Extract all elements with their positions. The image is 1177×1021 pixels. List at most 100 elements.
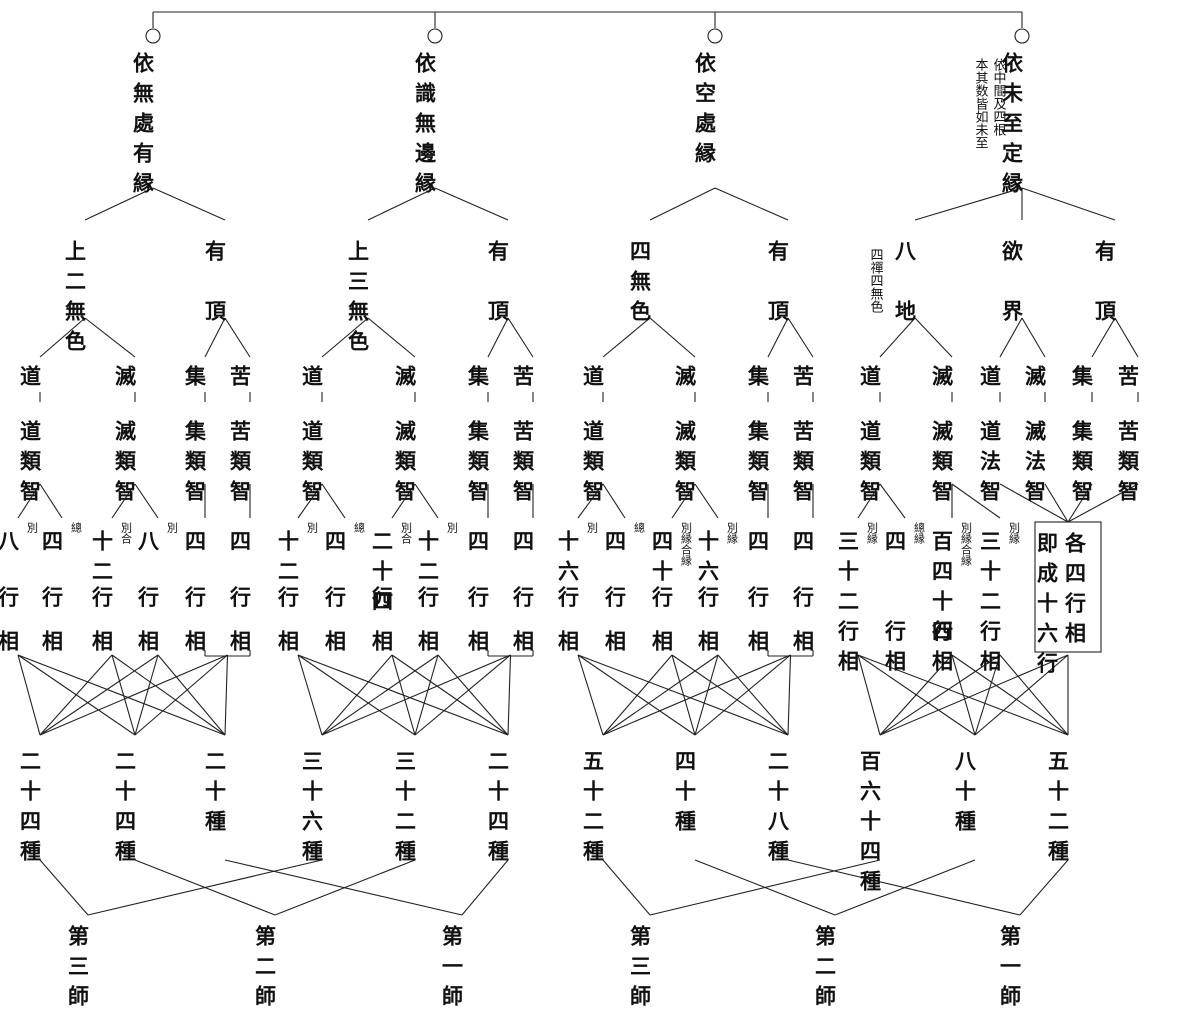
cognition-wisdom: 集類智 xyxy=(466,419,491,510)
branch-line xyxy=(914,187,1023,221)
master-label: 第二師 xyxy=(813,924,838,1015)
cross-line xyxy=(951,654,1069,736)
branch-line xyxy=(434,187,509,221)
aspect-suffix: 相 xyxy=(556,629,581,660)
aspect-line xyxy=(134,483,159,519)
aspect-note: 總 xyxy=(70,521,83,533)
branch-line xyxy=(714,187,789,221)
summary-box-text: 即成十六行 xyxy=(1035,532,1060,682)
sub-branch-line xyxy=(787,317,814,358)
cognition-top: 集 xyxy=(1070,364,1095,395)
aspect-suffix: 相 xyxy=(370,629,395,660)
cross-line xyxy=(224,654,229,736)
box-line xyxy=(1067,483,1093,523)
branch-label: 八 xyxy=(893,240,918,270)
cognition-wisdom: 道類智 xyxy=(18,419,43,510)
cross-line xyxy=(879,654,1001,736)
branch-line xyxy=(649,187,716,221)
master-label: 第一師 xyxy=(998,924,1023,1015)
cross-line xyxy=(717,654,789,736)
cross-line xyxy=(17,654,226,736)
aspect-suffix: 相 xyxy=(90,629,115,660)
aspect-note: 別 xyxy=(586,522,599,534)
aspect-line xyxy=(111,483,136,519)
sub-branch-line xyxy=(224,317,251,358)
cross-line xyxy=(134,654,159,736)
aspect-line xyxy=(39,483,63,519)
aspect-note: 總縁 xyxy=(913,521,926,544)
aspect-count: 四 xyxy=(511,530,536,560)
type-count: 二十四種 xyxy=(113,750,138,870)
root-circle-mark xyxy=(1014,28,1030,44)
aspect-line xyxy=(857,483,881,519)
aspect-line xyxy=(879,483,906,519)
cross-line xyxy=(321,654,511,736)
cognition-wisdom: 苦類智 xyxy=(1116,420,1141,510)
cross-line xyxy=(437,654,509,736)
sub-branch-line xyxy=(321,317,369,358)
root-circle-mark xyxy=(707,28,723,44)
aspect-count: 十六 xyxy=(556,530,581,590)
column-top-label: 依識無邊縁 xyxy=(413,51,438,202)
aspect-count: 四 xyxy=(746,530,771,560)
master-line xyxy=(787,859,1021,916)
aspect-note: 別縁 xyxy=(866,522,879,544)
aspect-suffix: 行 xyxy=(603,585,628,616)
aspect-line xyxy=(951,483,1001,519)
branch-label: 有 xyxy=(203,239,228,270)
sub-branch-line xyxy=(999,317,1023,358)
aspect-line xyxy=(414,483,439,519)
aspect-note: 總 xyxy=(633,521,646,533)
branch-label: 有 xyxy=(766,239,791,270)
aspect-count: 四 xyxy=(883,530,908,560)
cognition-wisdom: 道類智 xyxy=(581,419,606,510)
aspect-count: 十二 xyxy=(276,530,301,590)
aspect-suffix: 行 xyxy=(228,585,253,616)
sub-branch-line xyxy=(84,317,136,358)
aspect-note: 別 xyxy=(446,522,459,534)
master-line xyxy=(134,859,276,916)
aspect-suffix: 相 xyxy=(511,629,536,660)
branch-label: 頂 xyxy=(203,300,228,330)
cross-line xyxy=(602,654,719,736)
type-count: 三十二種 xyxy=(393,750,418,870)
aspect-suffix: 行 xyxy=(136,585,161,616)
cognition-top: 集 xyxy=(466,364,491,395)
cross-line xyxy=(694,654,719,736)
cognition-top: 道 xyxy=(18,364,43,395)
cognition-wisdom: 集類智 xyxy=(1070,419,1095,510)
aspect-suffix: 相 xyxy=(696,629,721,660)
cognition-top: 苦 xyxy=(791,365,816,395)
cognition-top: 集 xyxy=(746,364,771,395)
aspect-suffix: 行 xyxy=(0,585,21,616)
sub-branch-line xyxy=(39,317,86,358)
aspect-count: 十二 xyxy=(90,530,115,590)
aspect-suffix: 相 xyxy=(746,629,771,660)
aspect-suffix: 相 xyxy=(276,629,301,660)
cross-line xyxy=(39,654,159,736)
cognition-wisdom: 苦類智 xyxy=(511,420,536,510)
branch-label: 頂 xyxy=(766,300,791,330)
sub-branch-line xyxy=(1021,317,1046,358)
cross-line xyxy=(787,654,792,736)
cross-line xyxy=(974,654,1001,736)
master-line xyxy=(1019,859,1069,916)
column-top-label: 依無處有縁 xyxy=(131,51,156,202)
master-line xyxy=(602,859,651,916)
aspect-note: 別 xyxy=(26,522,39,534)
cognition-wisdom: 苦類智 xyxy=(791,420,816,510)
sub-branch-line xyxy=(204,317,226,358)
type-count: 二十種 xyxy=(203,750,228,840)
aspect-suffix: 行 xyxy=(511,585,536,616)
type-count: 二十四種 xyxy=(486,750,511,870)
master-label: 第一師 xyxy=(440,924,465,1015)
cross-line xyxy=(111,654,226,736)
type-count: 二十八種 xyxy=(766,750,791,870)
cross-line xyxy=(999,654,1069,736)
aspect-suffix: 相 xyxy=(603,629,628,660)
aspect-count: 百四十四 xyxy=(930,530,955,650)
diagram-labels: 依無處有縁上二無色有頂道道類智滅滅類智集集類智苦苦類智八行相四行相十二行相八行相… xyxy=(0,51,1141,1015)
cognition-wisdom: 集類智 xyxy=(183,419,208,510)
aspect-line xyxy=(297,483,323,519)
cross-line xyxy=(974,654,1069,736)
